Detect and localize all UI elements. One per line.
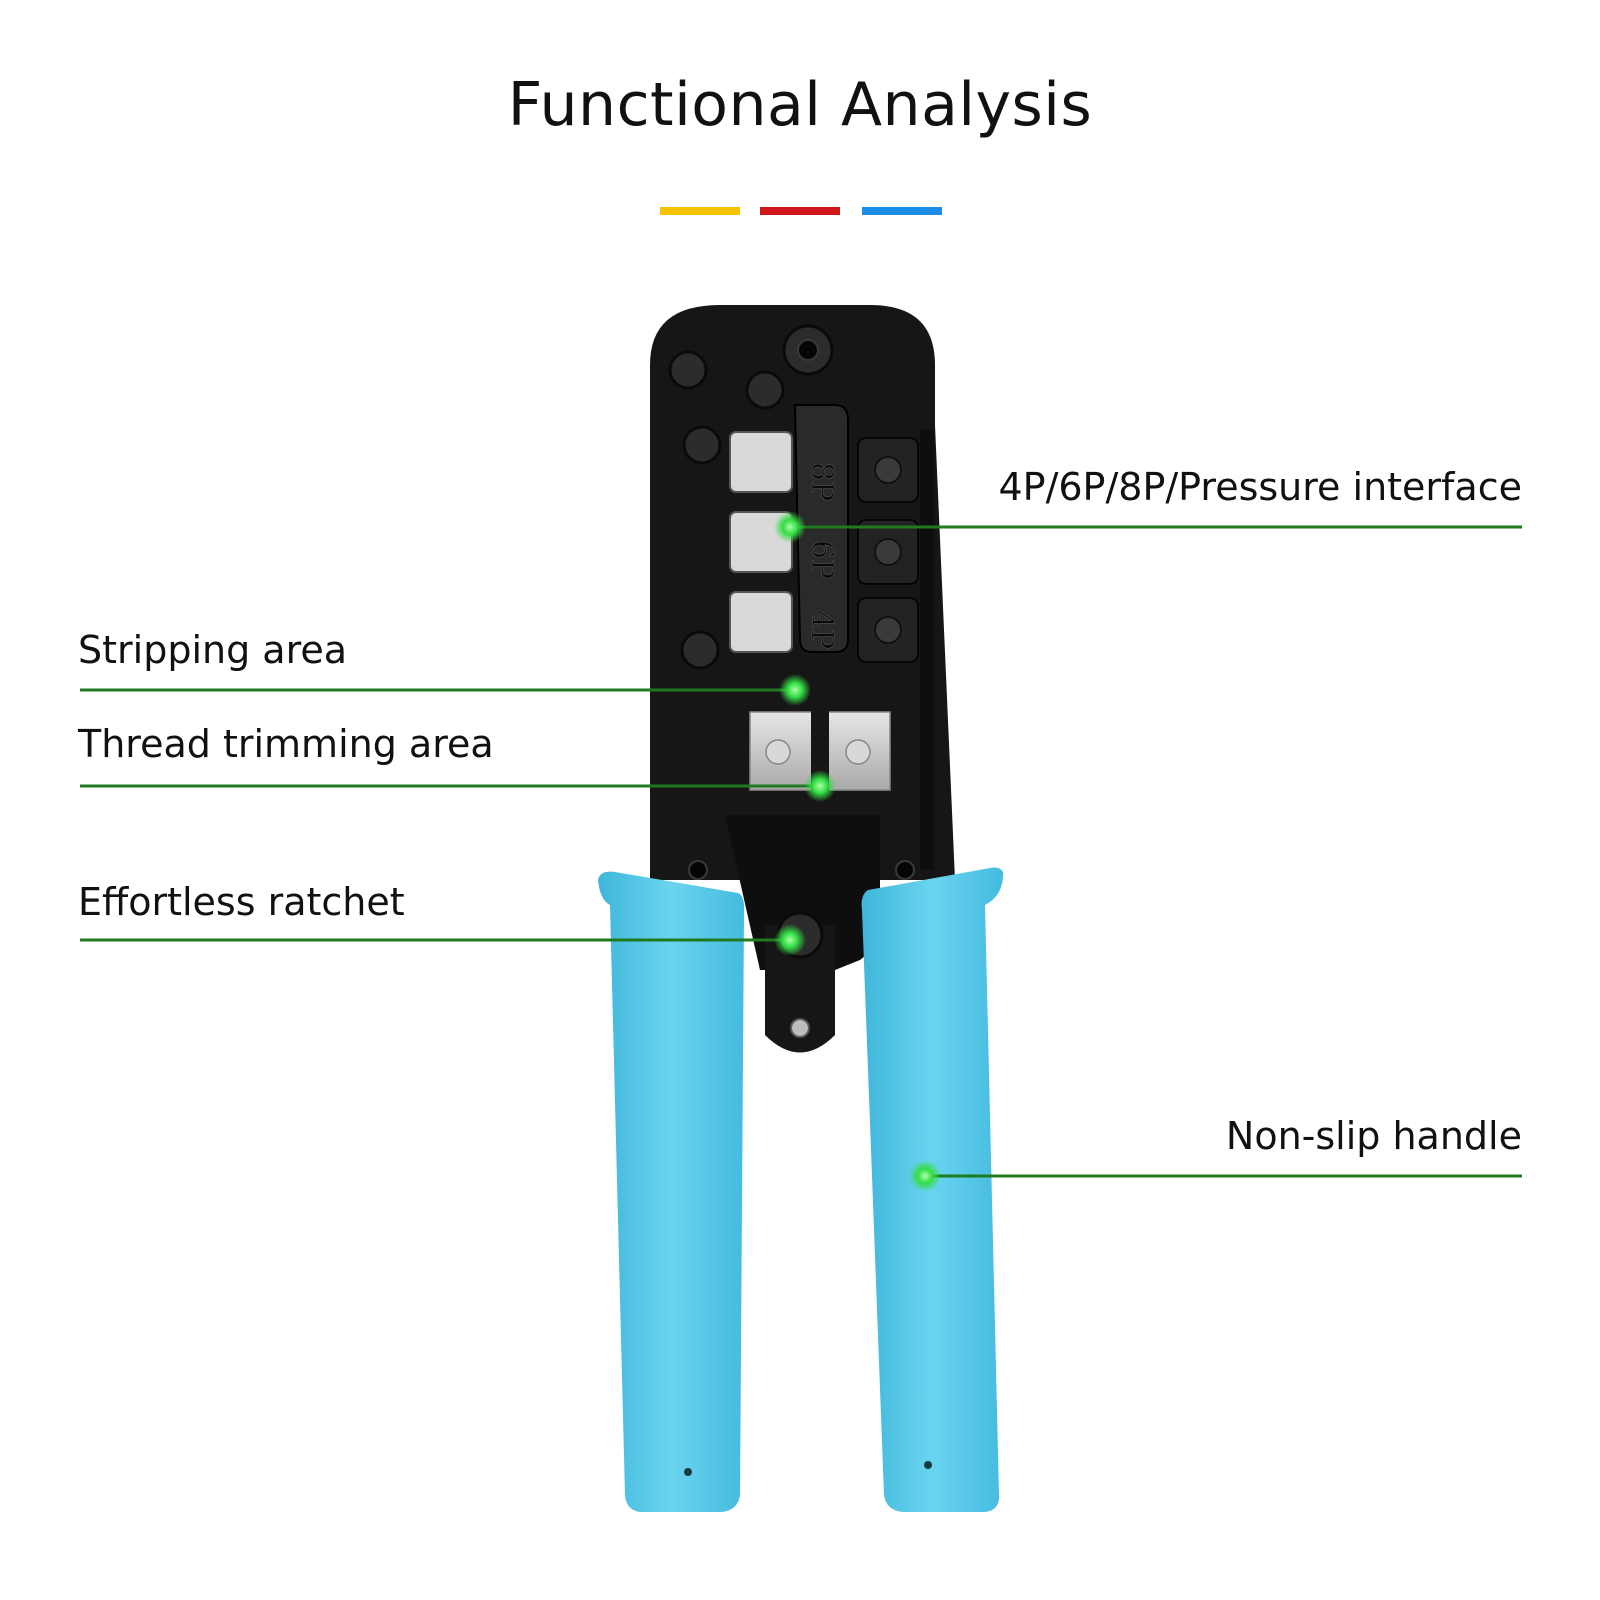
accent-bar-yellow [660, 207, 740, 215]
callout-label-effortless-ratchet: Effortless ratchet [78, 880, 405, 924]
figure-title: Functional Analysis [507, 70, 1093, 140]
marker-dot-ratchet [774, 924, 806, 956]
rivet [668, 350, 708, 390]
blade-screw [845, 739, 871, 765]
handle-left [598, 871, 745, 1512]
marker-dot-trimming [804, 770, 836, 802]
rivet [680, 630, 720, 670]
lever-rivet [790, 1018, 810, 1038]
rivet [682, 425, 722, 465]
rivet [745, 370, 785, 410]
marker-dot-handle [909, 1160, 941, 1192]
die-label-4p: 4P [804, 610, 839, 649]
blade-screw [765, 739, 791, 765]
callout-label-thread-trimming-area: Thread trimming area [78, 722, 494, 766]
lower-plate [725, 815, 880, 970]
die-label-8p: 8P [804, 462, 839, 501]
accent-bar-blue [862, 207, 942, 215]
die-label-6p: 6P [804, 540, 839, 579]
handle-hole [684, 1468, 692, 1476]
crimp-jaws [729, 431, 793, 653]
body-side-strip [920, 430, 934, 870]
marker-dot-pressure [774, 511, 806, 543]
accent-bar-red [760, 207, 840, 215]
top-pivot-bolt-center [797, 339, 819, 361]
handle-hole [924, 1461, 932, 1469]
callout-label-non-slip-handle: Non-slip handle [1225, 1114, 1522, 1158]
callout-label-pressure-interface: 4P/6P/8P/Pressure interface [998, 465, 1522, 509]
body-hole [688, 860, 708, 880]
marker-dot-stripping [779, 674, 811, 706]
die-adjust-blocks [857, 437, 919, 663]
ratchet-lever [765, 925, 835, 1053]
body-hole [895, 860, 915, 880]
callout-label-stripping-area: Stripping area [78, 628, 348, 672]
